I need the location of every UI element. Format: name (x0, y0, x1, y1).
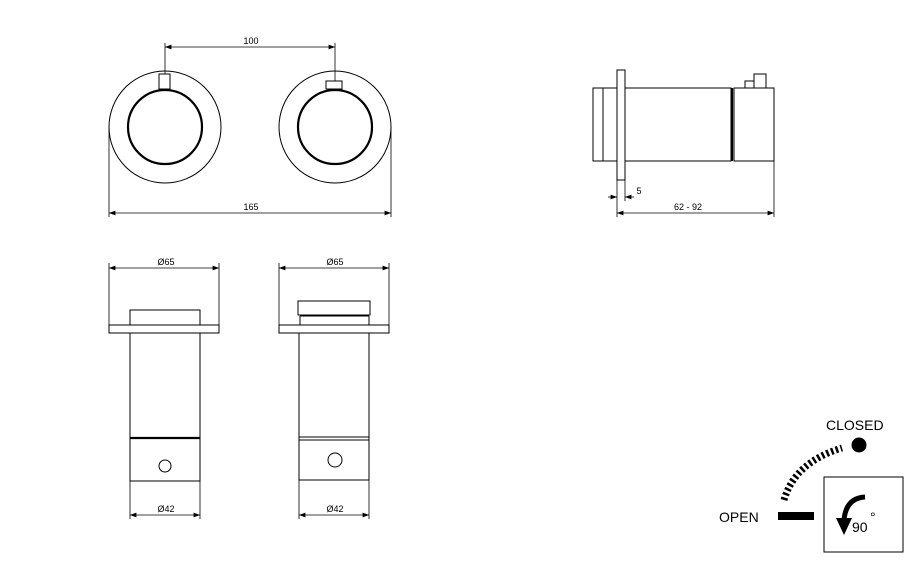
rotation-box (823, 476, 904, 553)
left-rosette (108, 70, 222, 184)
body (298, 332, 370, 481)
flange (108, 324, 220, 334)
dimension-width: 165 (243, 202, 258, 212)
open-bar-icon (778, 512, 814, 520)
left-handle (126, 88, 204, 166)
dimension-depth: 62 - 92 (674, 202, 702, 212)
rotation-arc-icon (780, 444, 844, 502)
closed-label: CLOSED (826, 417, 884, 433)
dimension-diameter-bottom: Ø42 (326, 504, 343, 514)
dimension-flange: 5 (636, 186, 641, 196)
closed-dot-icon (851, 437, 867, 453)
screw-hole (327, 452, 343, 468)
body (129, 332, 201, 482)
body (624, 87, 732, 162)
dimension-diameter-top: Ø65 (157, 257, 174, 267)
dimension-spacing: 100 (243, 36, 258, 46)
degree-symbol: ° (870, 509, 876, 525)
section-view-left: Ø65 Ø42 (108, 257, 220, 519)
flange (278, 324, 390, 334)
dimension-diameter-bottom: Ø42 (157, 504, 174, 514)
dimension-diameter-top: Ø65 (326, 257, 343, 267)
rotation-legend: CLOSED OPEN 90 ° (719, 417, 904, 553)
right-rosette (278, 70, 392, 184)
side-view: 5 62 - 92 (592, 69, 775, 217)
section-view-right: Ø65 Ø42 (278, 257, 390, 519)
right-handle (296, 88, 374, 166)
screw-hole (158, 459, 172, 473)
left-indicator-tab (158, 73, 171, 90)
right-indicator-tab (325, 80, 343, 90)
flange (616, 69, 626, 181)
open-label: OPEN (719, 509, 759, 525)
rotate-arrow-icon (841, 494, 866, 521)
rotation-angle: 90 (852, 519, 868, 535)
front-view: 100 165 (108, 36, 392, 217)
